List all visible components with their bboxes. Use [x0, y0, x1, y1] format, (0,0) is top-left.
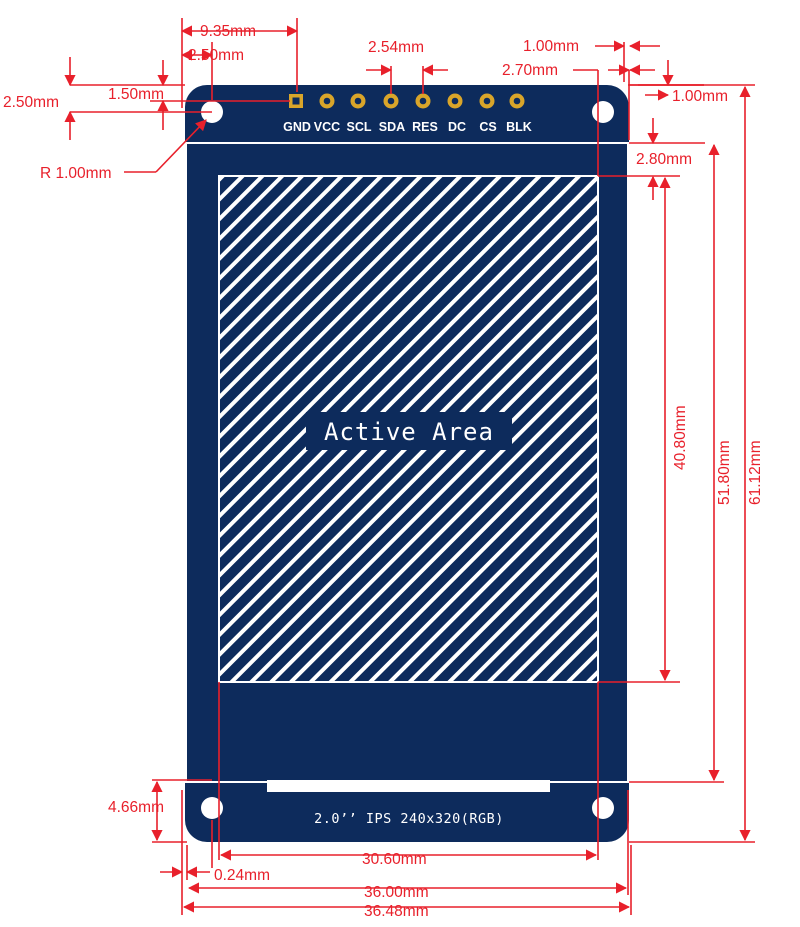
pin-label-scl: SCL: [347, 120, 372, 134]
fpc-tab: [267, 780, 550, 792]
dim-screen-height: 51.80mm: [716, 440, 733, 505]
dim-active-area-right: 2.70mm: [502, 62, 558, 79]
pin-label-res: RES: [412, 120, 438, 134]
pin-label-blk: BLK: [506, 120, 532, 134]
pin-label-sda: SDA: [379, 120, 405, 134]
dim-board-width: 36.48mm: [364, 903, 429, 920]
dim-right-edge-offset: 1.00mm: [523, 38, 579, 55]
dim-screen-width: 36.00mm: [364, 884, 429, 901]
pin-label-cs: CS: [479, 120, 496, 134]
dim-pin-pitch: 2.54mm: [368, 39, 424, 56]
dim-active-area-height: 40.80mm: [672, 405, 689, 470]
pin-header: [289, 93, 525, 109]
dim-hole-edge: 1.50mm: [108, 86, 164, 103]
dim-left-edge-offset: 0.24mm: [214, 867, 270, 884]
mount-hole-top-right: [592, 101, 614, 123]
dim-bottom-hole: 4.66mm: [108, 799, 164, 816]
dim-active-area-top: 2.80mm: [636, 151, 692, 168]
dim-hole-radius: R 1.00mm: [40, 165, 112, 182]
pin-pad-scl: [350, 93, 366, 109]
model-label: 2.0’’ IPS 240x320(RGB): [314, 811, 504, 827]
dim-hole-y: 2.50mm: [3, 94, 59, 111]
pin-pad-cs: [479, 93, 495, 109]
dim-right-edge-offset-2: 1.00mm: [672, 88, 728, 105]
active-area-label: Active Area: [324, 418, 494, 446]
pin-label-dc: DC: [448, 120, 466, 134]
pin-pad-vcc: [319, 93, 335, 109]
dim-hole-x: 2.50mm: [188, 47, 244, 64]
mount-hole-bottom-left: [201, 797, 223, 819]
pin-pad-sda: [383, 93, 399, 109]
pin-pad-res: [415, 93, 431, 109]
dim-pin1-offset: 9.35mm: [200, 23, 256, 40]
dim-active-area-width: 30.60mm: [362, 851, 427, 868]
dim-board-height: 61.12mm: [747, 440, 764, 505]
dimension-lines: [64, 18, 755, 915]
pin-pad-blk: [509, 93, 525, 109]
pin-pad-dc: [447, 93, 463, 109]
mount-hole-bottom-right: [592, 797, 614, 819]
pin-label-vcc: VCC: [314, 120, 340, 134]
pin-label-gnd: GND: [283, 120, 311, 134]
